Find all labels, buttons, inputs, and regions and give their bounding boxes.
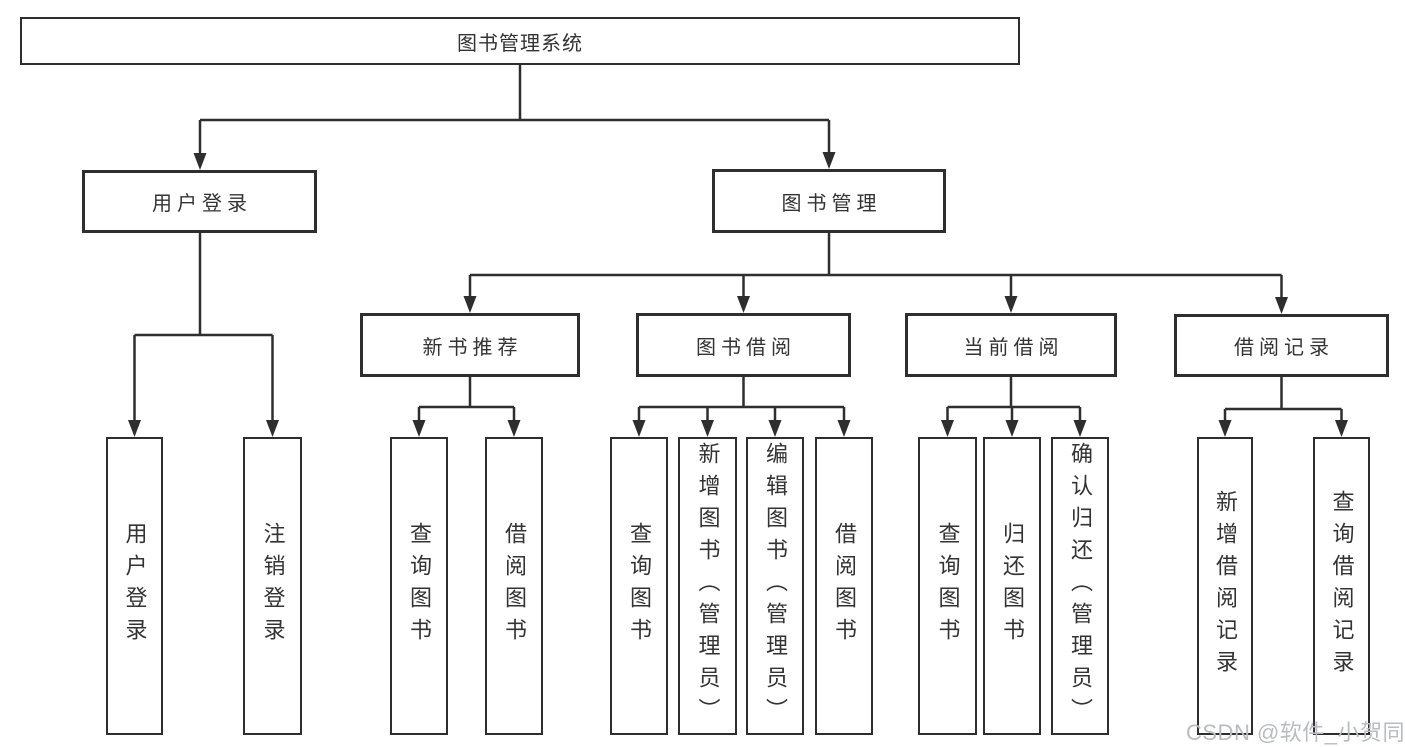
node-label: 借阅图书: [832, 522, 857, 650]
node-label: 新书推荐: [422, 336, 523, 359]
node-label: 新增借阅记录: [1213, 490, 1238, 682]
node-label: 确认归还（管理员）: [1068, 442, 1093, 730]
leaf-add-books-admin: 新增图书（管理员）: [678, 437, 737, 735]
leaf-add-borrow-record: 新增借阅记录: [1197, 437, 1253, 735]
node-label: 归还图书: [1000, 522, 1025, 650]
arrowheads: [128, 152, 1348, 437]
node-book-management: 图书管理: [712, 169, 946, 233]
node-label: 注销登录: [260, 522, 286, 650]
node-label: 查询图书: [935, 522, 961, 650]
node-label: 图书管理系统: [457, 32, 583, 55]
node-current-borrow: 当前借阅: [905, 313, 1117, 377]
leaf-return-books: 归还图书: [983, 437, 1041, 735]
leaf-borrow-books: 借阅图书: [815, 437, 873, 735]
node-label: 查询图书: [627, 522, 652, 650]
leaf-confirm-return-admin: 确认归还（管理员）: [1051, 437, 1109, 735]
node-label: 查询借阅记录: [1329, 490, 1355, 682]
node-user-login: 用户登录: [82, 170, 317, 233]
node-label: 查询图书: [407, 522, 432, 650]
node-label: 编辑图书（管理员）: [763, 442, 788, 730]
node-label: 图书借阅: [696, 336, 796, 359]
node-label: 当前借阅: [963, 336, 1064, 359]
node-borrow-records: 借阅记录: [1174, 314, 1389, 377]
leaf-logout: 注销登录: [243, 437, 302, 735]
node-library-management-system: 图书管理系统: [20, 17, 1020, 65]
leaf-query-books-current: 查询图书: [918, 437, 977, 735]
watermark-text: CSDN @软件_小贺同学: [1186, 720, 1405, 745]
node-label: 借阅记录: [1234, 337, 1334, 359]
connector-segments: [133, 65, 1343, 423]
node-label: 借阅图书: [502, 522, 527, 650]
node-label: 用户登录: [152, 193, 252, 215]
node-label: 图书管理: [781, 192, 882, 215]
node-label: 新增图书（管理员）: [695, 442, 721, 730]
node-book-borrow: 图书借阅: [636, 313, 851, 377]
leaf-user-login: 用户登录: [106, 437, 163, 735]
node-label: 用户登录: [122, 522, 148, 650]
node-new-book-recommend: 新书推荐: [360, 313, 580, 377]
leaf-query-books-borrow: 查询图书: [610, 437, 668, 735]
leaf-borrow-books-recommend: 借阅图书: [485, 437, 543, 735]
leaf-query-borrow-record: 查询借阅记录: [1313, 437, 1370, 735]
leaf-edit-books-admin: 编辑图书（管理员）: [746, 437, 804, 735]
leaf-query-books-recommend: 查询图书: [390, 437, 448, 735]
